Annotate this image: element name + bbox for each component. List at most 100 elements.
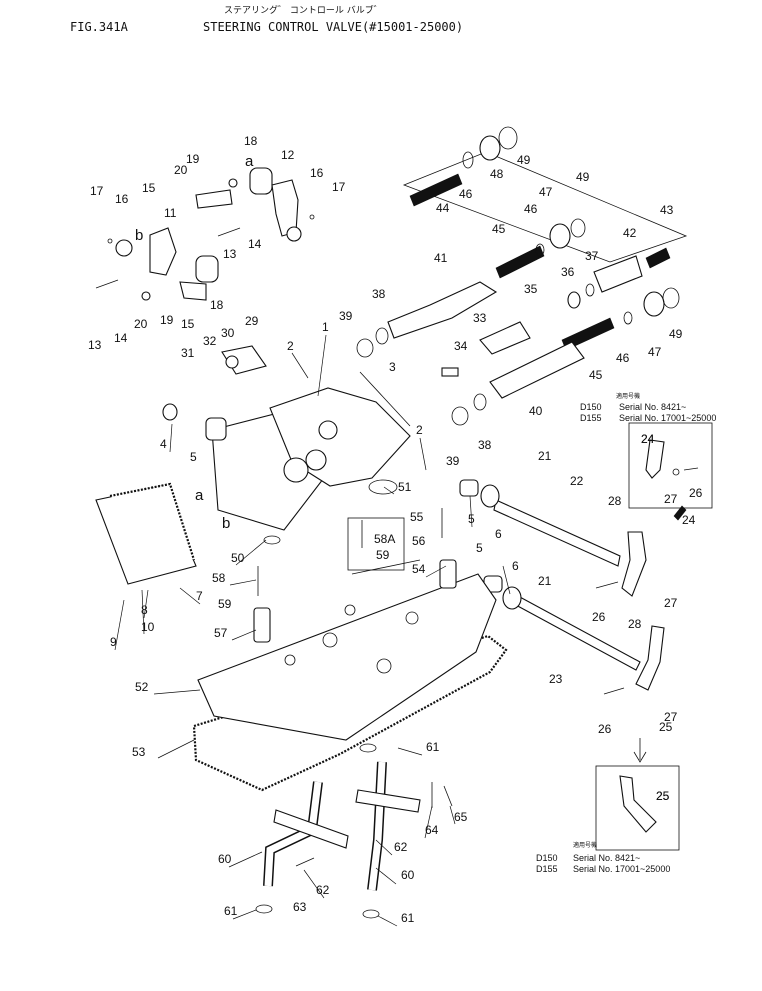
- shaft-22: [493, 499, 621, 567]
- leader-line: [375, 839, 393, 856]
- joint-letter-a: a: [245, 153, 254, 170]
- plate-hole-3: [405, 611, 419, 625]
- gasket-8: [109, 482, 196, 561]
- callout-30: 30: [221, 326, 235, 340]
- bolt-13-left: [95, 279, 119, 289]
- spool-40: [489, 341, 585, 399]
- sleeve-36: [567, 291, 581, 309]
- figure-title-jp: ステアリング゛ コントロール バルブ゛: [224, 6, 383, 16]
- callout-52: 52: [135, 680, 149, 694]
- arm-25: [635, 625, 665, 691]
- joint-letter-a: a: [195, 487, 204, 504]
- callout-9: 9: [110, 635, 117, 649]
- pipe-60-right-inner: [368, 761, 386, 891]
- link-30: [225, 355, 239, 369]
- callout-54: 54: [412, 562, 426, 576]
- callout-46: 46: [524, 202, 538, 216]
- leader-line: [397, 747, 423, 756]
- pin-15-upper: [195, 189, 233, 209]
- callout-34: 34: [454, 339, 468, 353]
- inset-top-callout-26: 26: [689, 486, 703, 500]
- inset-bottom: 適用号機 D150 Serial No. 8421~ D155 Serial N…: [536, 765, 680, 874]
- ring-49-mid: [570, 218, 586, 238]
- callout-56: 56: [412, 534, 426, 548]
- inset-top-arm: [645, 439, 665, 479]
- callout-23: 23: [549, 672, 563, 686]
- callout-38: 38: [478, 438, 492, 452]
- callout-50: 50: [231, 551, 245, 565]
- callout-7: 7: [196, 589, 203, 603]
- ring-37: [585, 283, 595, 297]
- inset-bottom-serial-1: Serial No. 8421~: [573, 853, 640, 863]
- bushing-5-left: [205, 417, 227, 441]
- cap-47-lower: [643, 291, 665, 317]
- callout-15: 15: [142, 181, 156, 195]
- callout-28: 28: [608, 494, 622, 508]
- inset-top-serial-1: Serial No. 8421~: [619, 402, 686, 412]
- leader-line: [469, 495, 473, 528]
- callout-60: 60: [218, 852, 232, 866]
- spring-43: [645, 247, 671, 269]
- leader-line: [419, 437, 427, 471]
- inset-bottom-jp: 適用号機: [573, 841, 597, 849]
- spool-assembly: [356, 126, 688, 427]
- inset-bottom-model-1: D150: [536, 853, 558, 863]
- callout-24: 24: [682, 513, 696, 527]
- bushing-16-right: [286, 226, 302, 242]
- screw-19-lower: [141, 291, 151, 301]
- leader-line: [141, 589, 145, 635]
- callout-21: 21: [538, 574, 552, 588]
- leader-line: [114, 599, 125, 651]
- callout-20: 20: [134, 317, 148, 331]
- box-58A: [347, 517, 405, 571]
- pipe-60-left-inner: [264, 781, 322, 887]
- callout-47: 47: [648, 345, 662, 359]
- oring-39-lower: [451, 406, 469, 426]
- bolt-26-lower: [603, 687, 625, 695]
- spring-34: [441, 367, 459, 377]
- arm-24: [621, 531, 647, 597]
- bracket-62-left: [273, 809, 349, 849]
- callout-53: 53: [132, 745, 146, 759]
- spool-41: [387, 281, 498, 339]
- callout-3: 3: [389, 360, 396, 374]
- bolt-26-upper: [595, 581, 619, 589]
- inset-top: 適用号機 D150 Serial No. 8421~ D155 Serial N…: [580, 392, 716, 509]
- callout-2: 2: [416, 423, 423, 437]
- callout-59: 59: [376, 548, 390, 562]
- callout-25: 25: [659, 720, 673, 734]
- callout-17: 17: [332, 180, 346, 194]
- callout-39: 39: [446, 454, 460, 468]
- leader-line: [169, 423, 173, 453]
- ring-17-left: [107, 238, 113, 244]
- bushing-16-left: [115, 239, 133, 257]
- callout-15: 15: [181, 317, 195, 331]
- callout-28: 28: [628, 617, 642, 631]
- spacer-54: [439, 559, 457, 589]
- plate-hole-2: [376, 658, 392, 674]
- callout-51: 51: [398, 480, 412, 494]
- ring-17-right: [309, 214, 315, 220]
- inset-top-bolt: [683, 467, 699, 471]
- leader-line: [424, 805, 433, 839]
- leader-line: [157, 739, 195, 759]
- callout-55: 55: [410, 510, 424, 524]
- callout-58A: 58A: [374, 532, 395, 546]
- bushing-5-upper: [459, 479, 479, 497]
- leader-line: [229, 579, 257, 586]
- callout-41: 41: [434, 251, 448, 265]
- bolts-58-55: [257, 508, 443, 596]
- callout-45: 45: [492, 222, 506, 236]
- callout-29: 29: [245, 314, 259, 328]
- callout-64: 64: [425, 823, 439, 837]
- inset-top-model-1: D150: [580, 402, 602, 412]
- bolt-13-right: [217, 227, 241, 237]
- inset-top-model-2: D155: [580, 413, 602, 423]
- callout-14: 14: [114, 331, 128, 345]
- callout-35: 35: [524, 282, 538, 296]
- figure-title: STEERING CONTROL VALVE(#15001-25000): [203, 20, 464, 34]
- callout-5: 5: [476, 541, 483, 555]
- spring-group-frame: [402, 151, 688, 263]
- callout-18: 18: [244, 134, 258, 148]
